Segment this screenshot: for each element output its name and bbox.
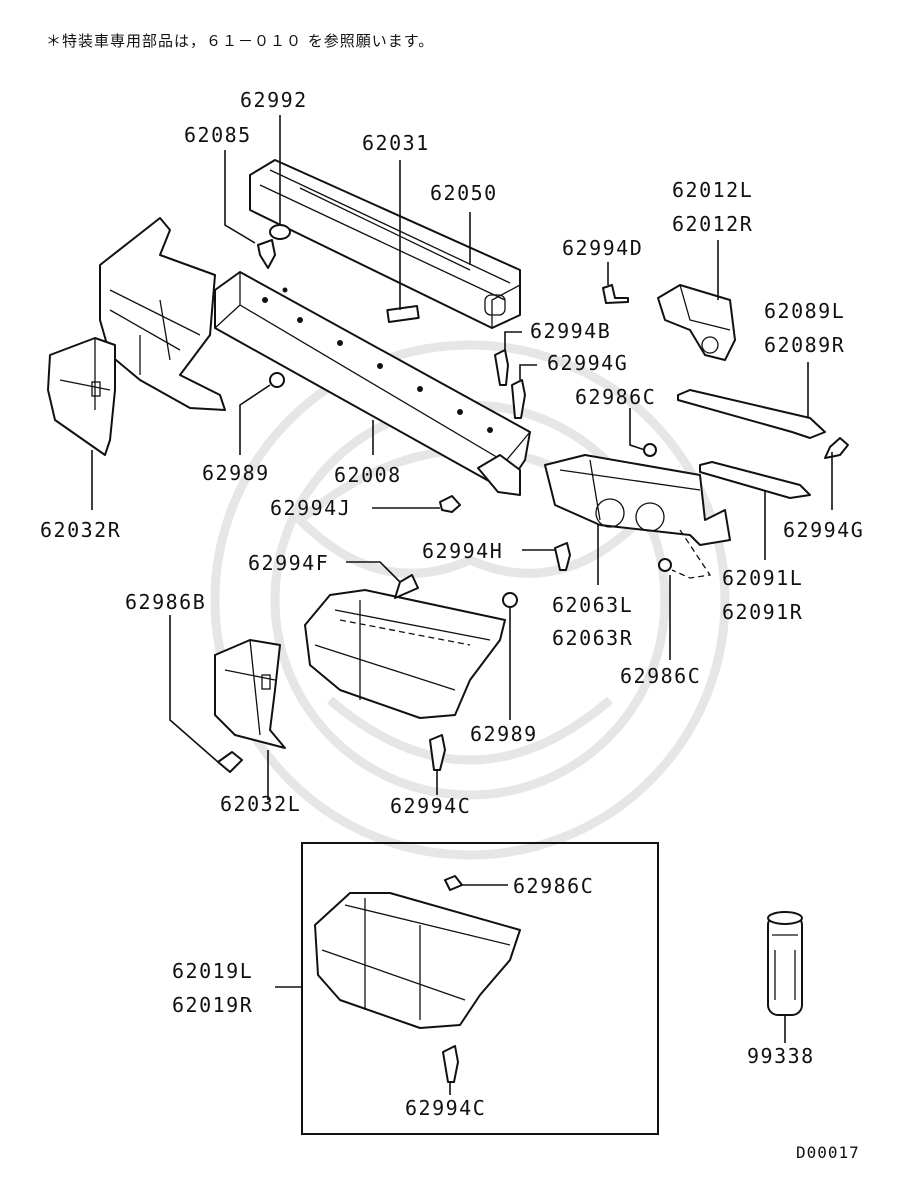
label-62992: 62992 — [240, 88, 308, 112]
label-62986B: 62986B — [125, 590, 206, 614]
bolt-62994G-2 — [824, 437, 849, 459]
label-62012R: 62012R — [672, 212, 753, 236]
label-62994G-1: 62994G — [547, 351, 628, 375]
leader-lines — [91, 115, 833, 1095]
bolt-62994J — [439, 495, 461, 513]
label-62050: 62050 — [430, 181, 498, 205]
bolt-62994C-1 — [429, 734, 446, 771]
label-62032L: 62032L — [220, 792, 301, 816]
bolt-62994G-1 — [511, 379, 526, 419]
label-62994B: 62994B — [530, 319, 611, 343]
label-62012L: 62012L — [672, 178, 753, 202]
label-62994H: 62994H — [422, 539, 503, 563]
part-62091-strip — [699, 461, 811, 499]
nut-62989-upper — [269, 372, 285, 388]
nut-62986C-2 — [658, 558, 672, 572]
label-62019R: 62019R — [172, 993, 253, 1017]
bolt-62994C-2 — [442, 1045, 459, 1083]
part-lower-bumper — [304, 589, 506, 719]
label-62989-1: 62989 — [202, 461, 270, 485]
label-62063L: 62063L — [552, 593, 633, 617]
part-62031-plate — [386, 304, 420, 324]
label-62994C-2: 62994C — [405, 1096, 486, 1120]
clip-62085 — [257, 239, 276, 269]
label-62994F: 62994F — [248, 551, 329, 575]
part-62089-strip — [677, 389, 826, 439]
diagram-code: D00017 — [796, 1143, 860, 1162]
part-99338-bottle — [767, 911, 803, 1016]
special-vehicle-note: ＊特装車専用部品は，６１－０１０ を参照願います。 — [46, 32, 435, 50]
bolt-62994B — [494, 349, 509, 386]
clip-62992 — [269, 224, 291, 240]
label-62994C-1: 62994C — [390, 794, 471, 818]
label-62986C-1: 62986C — [575, 385, 656, 409]
label-62994D: 62994D — [562, 236, 643, 260]
part-front-bumper-upper — [99, 217, 226, 411]
label-62089R: 62089R — [764, 333, 845, 357]
part-62019-bumper-corner — [314, 892, 521, 1029]
label-62994J: 62994J — [270, 496, 351, 520]
bolt-62994H — [554, 542, 571, 571]
part-62032L — [214, 639, 286, 749]
part-62063-bracket — [544, 454, 731, 546]
label-62089L: 62089L — [764, 299, 845, 323]
bolt-62994D — [602, 284, 629, 304]
nut-62986C-1 — [643, 443, 657, 457]
label-62091L: 62091L — [722, 566, 803, 590]
label-62008: 62008 — [334, 463, 402, 487]
part-labels: 62992 62085 62031 62050 62012L 62012R 62… — [40, 88, 864, 1162]
nut-62989-lower — [502, 592, 518, 608]
label-62063R: 62063R — [552, 626, 633, 650]
label-99338: 99338 — [747, 1044, 815, 1068]
label-62989-2: 62989 — [470, 722, 538, 746]
fasteners — [217, 224, 849, 1083]
label-62986C-2: 62986C — [620, 664, 701, 688]
part-62008-reinforcement — [214, 271, 531, 496]
bolt-62994F — [394, 574, 419, 599]
label-62994G-2: 62994G — [783, 518, 864, 542]
part-62012-bracket — [657, 284, 736, 361]
label-62085: 62085 — [184, 123, 252, 147]
label-62091R: 62091R — [722, 600, 803, 624]
bolt-62986B — [217, 751, 243, 773]
label-62019L: 62019L — [172, 959, 253, 983]
label-62032R: 62032R — [40, 518, 121, 542]
part-62032R — [47, 337, 116, 456]
label-62031: 62031 — [362, 131, 430, 155]
nut-62986C-3 — [444, 875, 463, 891]
label-62986C-3: 62986C — [513, 874, 594, 898]
subassembly-box — [301, 842, 659, 1135]
beam-holes — [262, 287, 493, 433]
